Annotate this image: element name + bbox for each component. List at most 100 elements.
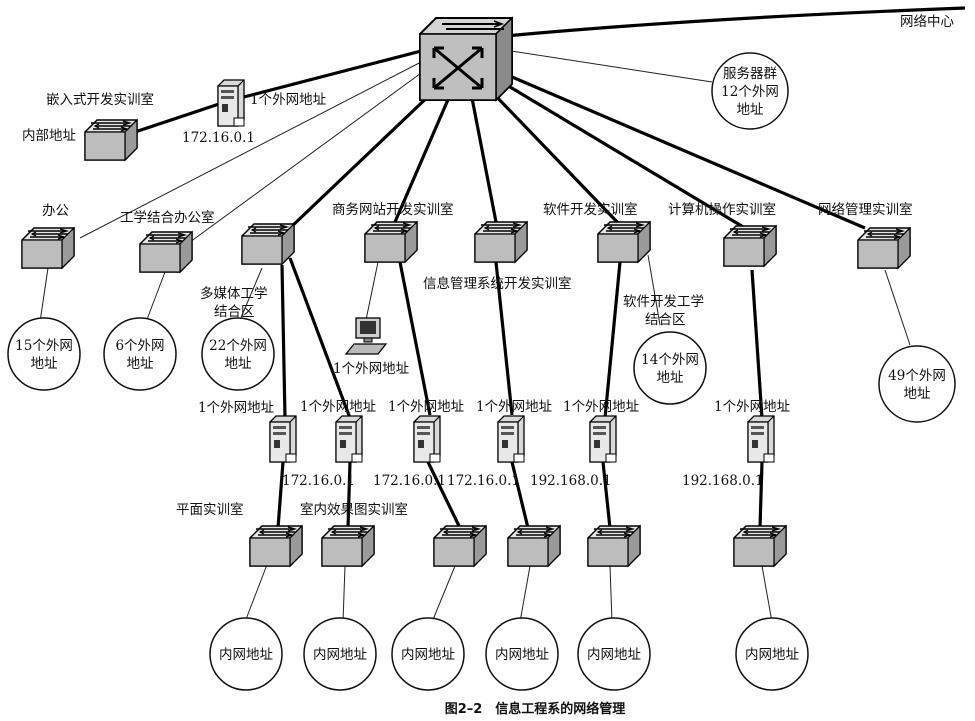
circle-14	[633, 331, 707, 405]
label-intranet-5: 内网地址	[587, 647, 641, 663]
circle-intranet-6	[735, 617, 809, 691]
server-s5	[589, 415, 617, 463]
label-work-study-office: 工学结合办公室	[120, 209, 215, 226]
switch-b4	[507, 525, 561, 567]
switch-embedded	[84, 119, 138, 161]
figure-caption: 图2–2 信息工程系的网络管理	[445, 701, 626, 717]
switch-ecommerce	[364, 221, 418, 263]
label-embedded-ip: 172.16.0.1	[182, 130, 255, 146]
link-c6	[145, 271, 166, 323]
link-server-group	[504, 49, 713, 83]
link-s2-sw	[346, 461, 352, 529]
link-b6	[761, 565, 773, 623]
link-ec-server	[398, 261, 432, 416]
circle-server-group	[711, 52, 789, 130]
label-software-ws-2: 结合区	[645, 312, 686, 328]
circle-intranet-5	[577, 617, 651, 691]
server-s4	[497, 415, 525, 463]
link-mm-server2	[288, 257, 352, 419]
link-embedded-switch	[134, 101, 223, 134]
server-s6	[747, 415, 775, 463]
label-c15-1: 15个外网	[15, 338, 73, 354]
server-s3	[413, 415, 441, 463]
label-server-group-3: 地址	[737, 102, 764, 118]
label-c6-1: 6个外网	[115, 338, 164, 354]
label-pc-ext: 1个外网地址	[333, 361, 409, 377]
link-work-study	[189, 67, 429, 243]
circle-intranet-2	[303, 617, 377, 691]
link-ec-pc	[365, 261, 379, 321]
link-netmgmt	[504, 72, 866, 230]
link-office	[79, 59, 426, 239]
label-ip-s4: 172.16.0.1	[447, 473, 520, 489]
label-server-group-1: 服务器群	[723, 66, 777, 82]
label-c14-2: 地址	[657, 370, 684, 386]
label-computer-lab: 计算机操作实训室	[668, 201, 776, 218]
link-multimedia	[288, 88, 437, 230]
server-s1	[269, 415, 297, 463]
link-software	[490, 90, 622, 227]
link-s3-sw	[426, 461, 462, 529]
switch-b6	[733, 525, 787, 567]
link-c49	[884, 269, 911, 346]
label-ip-s5: 192.168.0.1	[530, 473, 612, 489]
link-s6-sw	[758, 461, 764, 529]
switch-software	[597, 221, 651, 263]
label-multimedia-1: 多媒体工学	[200, 285, 268, 302]
switch-flat	[249, 525, 303, 567]
label-intranet-1: 内网地址	[219, 647, 273, 663]
label-ext-s3: 1个外网地址	[388, 399, 464, 415]
link-b4	[519, 565, 531, 623]
link-c14	[647, 254, 661, 326]
label-ip-s1: 172.16.0.1	[282, 473, 355, 489]
label-c22-1: 22个外网	[209, 338, 267, 354]
circle-22	[201, 317, 275, 391]
link-b1	[244, 561, 269, 623]
core-switch	[419, 16, 513, 102]
link-computer	[504, 82, 746, 230]
circle-intranet-1	[209, 617, 283, 691]
label-intranet-2: 内网地址	[313, 647, 367, 663]
link-s4-sw	[510, 461, 530, 529]
label-intranet-3: 内网地址	[401, 647, 455, 663]
label-ext-s1: 1个外网地址	[198, 400, 274, 416]
label-embedded-ext: 1个外网地址	[250, 92, 326, 108]
switch-work-study	[139, 231, 193, 273]
switch-office	[21, 227, 75, 269]
workstation-icon	[344, 317, 388, 355]
circle-15	[7, 317, 81, 391]
link-embedded-server	[239, 48, 426, 100]
label-c22-2: 地址	[225, 356, 252, 372]
label-ext-s6: 1个外网地址	[714, 399, 790, 415]
label-ip-s3: 172.16.0.1	[373, 473, 446, 489]
switch-netmgmt	[857, 227, 911, 269]
label-ext-s2: 1个外网地址	[300, 399, 376, 415]
switch-multimedia	[241, 223, 295, 265]
link-b2	[342, 565, 346, 623]
label-interior-lab: 室内效果图实训室	[300, 501, 408, 518]
switch-computer	[723, 225, 777, 267]
link-is-server	[494, 261, 514, 416]
link-info-sys	[470, 97, 498, 223]
label-c14-1: 14个外网	[641, 352, 699, 368]
label-c6-2: 地址	[127, 356, 154, 372]
label-embedded-lab: 嵌入式开发实训室	[46, 91, 154, 108]
circle-6	[103, 317, 177, 391]
label-multimedia-2: 结合区	[214, 304, 255, 320]
link-s5-sw	[601, 461, 612, 529]
label-intranet-6: 内网地址	[745, 647, 799, 663]
label-info-sys-lab: 信息管理系统开发实训室	[423, 275, 572, 292]
label-flat-lab: 平面实训室	[176, 501, 244, 518]
switch-b5	[587, 525, 641, 567]
label-c49-2: 地址	[904, 386, 931, 402]
label-software-ws-1: 软件开发工学	[623, 294, 704, 310]
server-s2	[335, 415, 363, 463]
server-embedded	[217, 79, 245, 127]
label-c15-2: 地址	[31, 356, 58, 372]
label-ecommerce-lab: 商务网站开发实训室	[332, 201, 454, 218]
label-server-group-2: 12个外网	[721, 84, 779, 100]
link-b3	[431, 565, 456, 623]
link-network-center	[504, 6, 966, 38]
link-b5	[609, 565, 613, 623]
label-office: 办公	[42, 203, 69, 219]
